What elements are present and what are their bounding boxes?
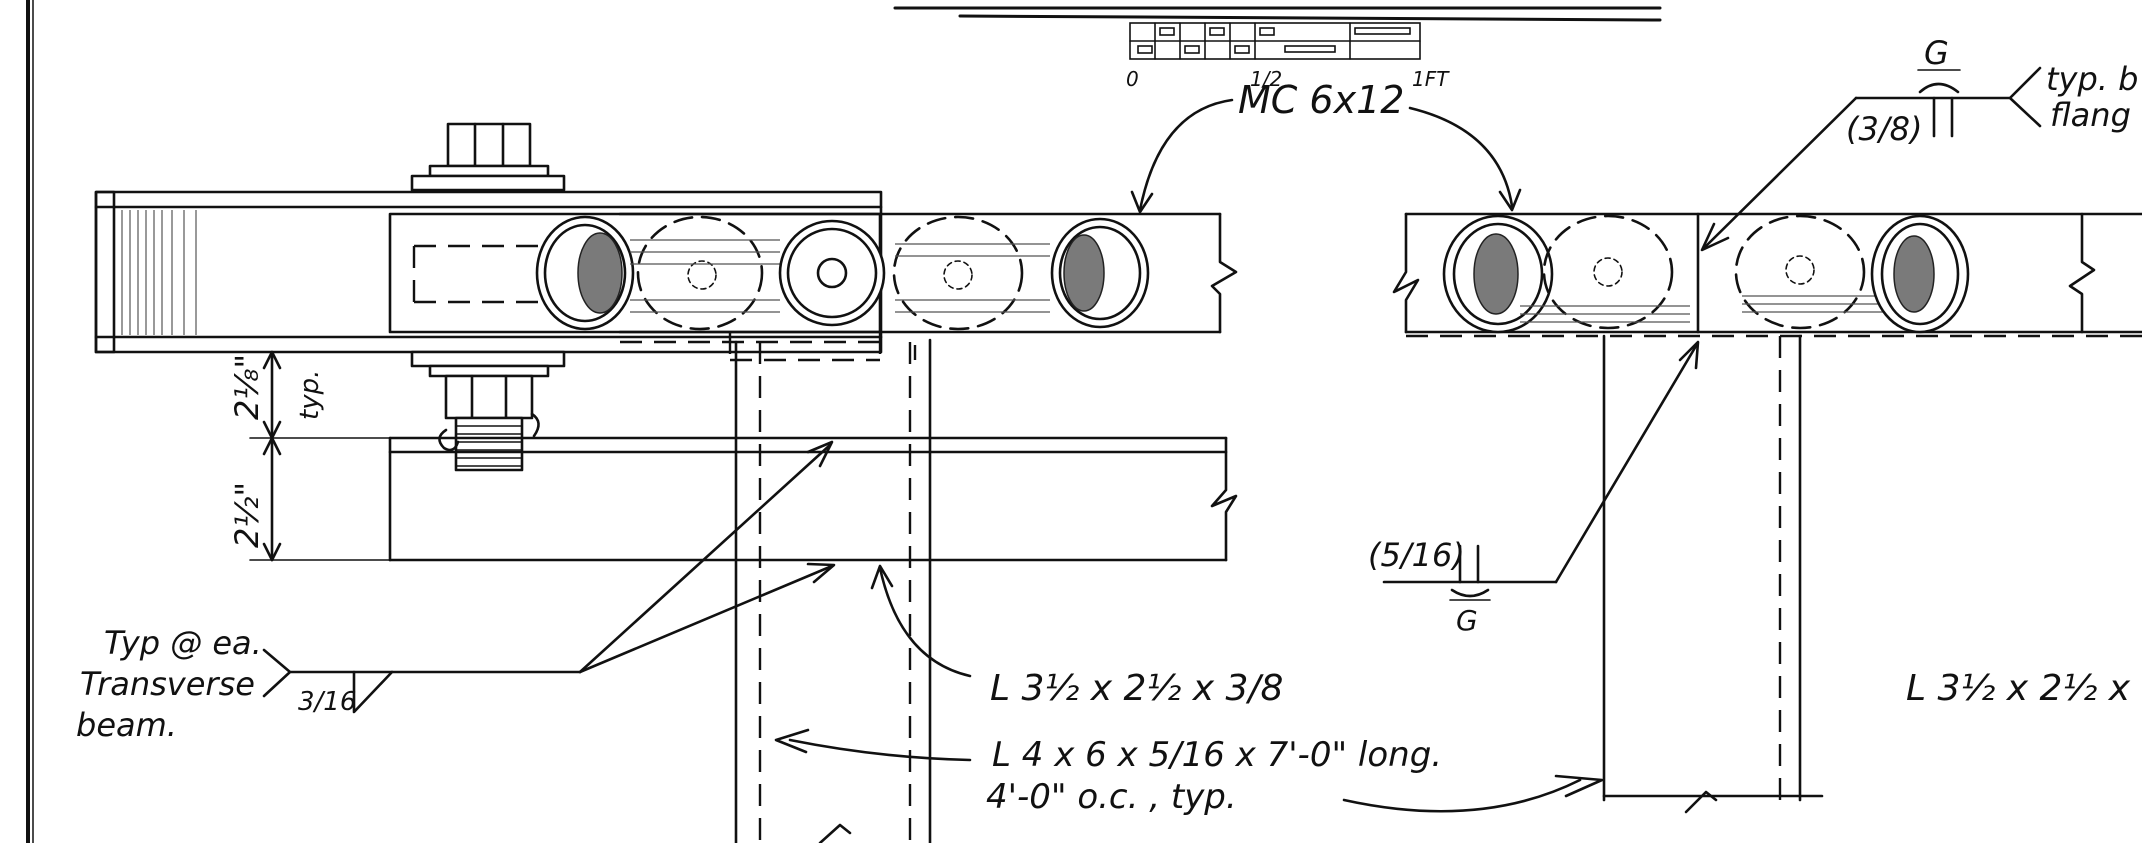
weld-size-3-16: 3/16: [298, 687, 356, 717]
roller-5: [1050, 217, 1150, 329]
top-weld-note-1: typ. b: [2046, 60, 2138, 98]
bottom-weld-g: G: [1456, 604, 1478, 637]
long-angle-line2: 4'-0" o.c. , typ.: [986, 777, 1237, 817]
mc-channel-callout: MC 6x12: [1130, 78, 1522, 214]
right-channel-beam: [1392, 212, 2142, 338]
weld-note-line2: Transverse: [80, 665, 255, 703]
right-roller-2: [1520, 214, 1690, 330]
right-roller-3: [1734, 214, 1900, 330]
scale-tick-0: 0: [1126, 67, 1139, 91]
bottom-weld-symbol: (5/16) G: [1368, 340, 1700, 637]
roller-3: [778, 219, 886, 327]
dim-lower: 2½": [228, 482, 266, 548]
top-weld-g: G: [1924, 34, 1949, 72]
roller-4: [892, 215, 1050, 331]
roller-1: [535, 215, 635, 331]
weld-note: Typ @ ea. Transverse beam. 3/16: [76, 440, 836, 744]
weld-note-line3: beam.: [76, 706, 177, 744]
weld-note-line1: Typ @ ea.: [104, 624, 262, 662]
right-angle-label: L 3½ x 2½ x: [1906, 668, 2131, 709]
right-detail: G (3/8) typ. b flang (5/16) G L 3½ x 2½: [1368, 34, 2142, 814]
top-weld-note-2: flang: [2050, 96, 2131, 134]
scale-bar: 0 1/2 1FT: [1126, 22, 1450, 91]
right-vertical-post: [1602, 334, 1824, 814]
title-underline: [893, 6, 1662, 22]
right-roller-1: [1442, 214, 1554, 334]
right-roller-4: [1870, 214, 1970, 334]
angle-callout: L 3½ x 2½ x 3/8: [870, 564, 1283, 709]
long-angle-line1: L 4 x 6 x 5/16 x 7'-0" long.: [992, 735, 1442, 775]
dim-upper: 2⅛": [228, 354, 266, 420]
bottom-weld-size: (5/16): [1368, 536, 1465, 574]
vertical-angle-post: [734, 338, 932, 843]
long-angle-callout: L 4 x 6 x 5/16 x 7'-0" long. 4'-0" o.c. …: [774, 728, 1604, 817]
left-detail: 2⅛" typ. 2½" MC 6x12 Typ @ ea. Transvers…: [76, 78, 1604, 843]
sheet-border: [26, 0, 34, 843]
scale-tick-half: 1/2: [1250, 67, 1282, 91]
bolt-assembly: [410, 122, 566, 472]
scale-tick-1ft: 1FT: [1412, 67, 1450, 91]
mc-channel-label: MC 6x12: [1238, 78, 1404, 122]
top-weld-symbol: G (3/8) typ. b flang: [1700, 34, 2138, 252]
connection-plate-dashed: [728, 332, 917, 362]
angle-label: L 3½ x 2½ x 3/8: [990, 668, 1283, 709]
mc-channel-beam: [618, 212, 1238, 344]
roller-2: [630, 215, 780, 331]
dim-upper-note: typ.: [295, 370, 325, 420]
top-weld-size: (3/8): [1846, 110, 1922, 148]
dimension-lines: 2⅛" typ. 2½": [228, 350, 413, 562]
